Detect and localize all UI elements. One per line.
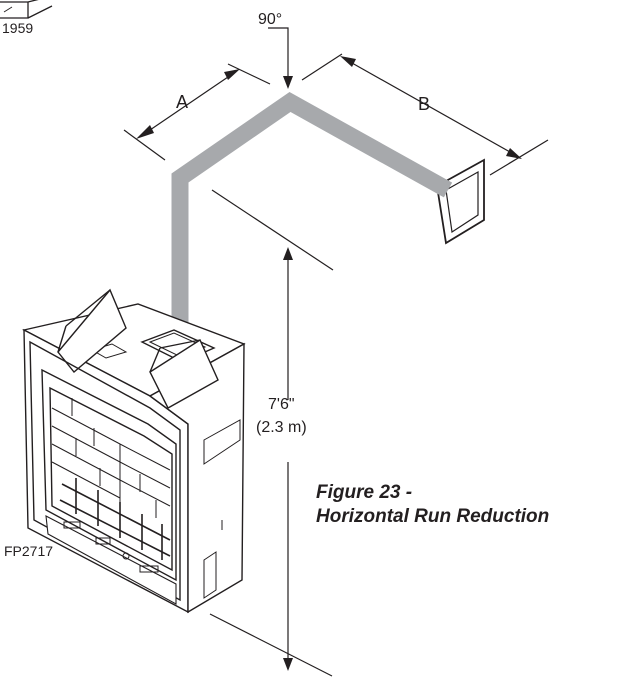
fireplace-unit [21,288,246,614]
model-label: FP2717 [4,543,53,559]
dimension-a-label: A [176,92,188,112]
angle-label: 90° [258,11,282,28]
vent-pipe [171,92,453,340]
figure-caption-line1: Figure 23 - [316,482,412,503]
dimension-b [301,53,549,176]
height-metric: (2.3 m) [256,419,307,436]
termination-cap [436,158,485,245]
height-dimension [209,189,334,677]
dimension-a [123,63,271,161]
dimension-b-label: B [418,94,430,114]
height-imperial: 7'6" [268,396,295,413]
angle-leader [268,27,289,80]
figure-caption-line2: Horizontal Run Reduction [316,506,549,527]
reference-number: 1959 [2,20,33,36]
angle-arrowhead [283,76,293,89]
reference-box-fragment [0,0,53,19]
